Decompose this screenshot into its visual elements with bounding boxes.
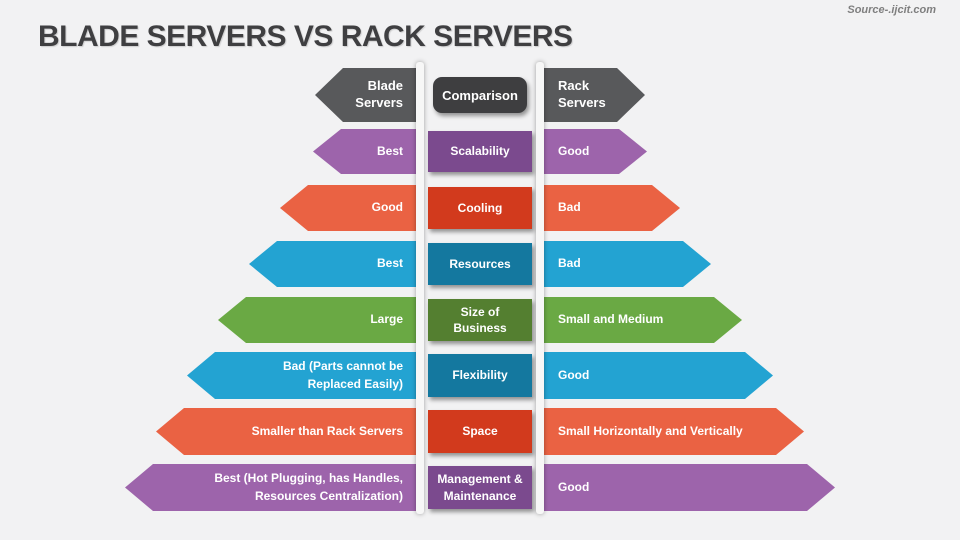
- rack-value-management-maintenance-label: Good: [558, 479, 590, 494]
- divider-pillar-right: [536, 62, 544, 514]
- rack-value-resources: Bad: [538, 241, 711, 287]
- blade-value-size-of-business: Large: [218, 297, 423, 343]
- source-credit: Source-.ijcit.com: [847, 4, 936, 16]
- rack-value-size-of-business-label: Small and Medium: [558, 312, 664, 327]
- blade-value-management-maintenance: Best (Hot Plugging, has Handles, Resourc…: [125, 464, 423, 511]
- blade-value-management-maintenance-label: Best (Hot Plugging, has Handles, Resourc…: [214, 471, 403, 503]
- blade-value-size-of-business-label: Large: [370, 312, 403, 327]
- category-size-of-business-label: Size of Business: [453, 304, 507, 335]
- category-management-maintenance: Management & Maintenance: [428, 466, 532, 509]
- row-size-of-business: Large Size of Business Small and Medium: [0, 297, 960, 343]
- blade-value-space: Smaller than Rack Servers: [156, 408, 423, 455]
- row-resources: Best Resources Bad: [0, 241, 960, 287]
- header-blade-arrow: Blade Servers: [315, 68, 423, 122]
- blade-value-flexibility: Bad (Parts cannot be Replaced Easily): [187, 352, 423, 399]
- blade-value-resources: Best: [249, 241, 423, 287]
- header-comparison-pill: Comparison: [433, 77, 527, 113]
- blade-value-cooling: Good: [280, 185, 423, 231]
- category-resources-label: Resources: [449, 256, 511, 271]
- blade-value-space-label: Smaller than Rack Servers: [251, 423, 403, 438]
- row-flexibility: Bad (Parts cannot be Replaced Easily) Fl…: [0, 352, 960, 399]
- rack-value-space: Small Horizontally and Vertically: [538, 408, 804, 455]
- category-space-label: Space: [462, 424, 498, 439]
- category-flexibility-label: Flexibility: [452, 368, 508, 383]
- blade-value-scalability: Best: [313, 129, 423, 174]
- row-space: Smaller than Rack Servers Space Small Ho…: [0, 408, 960, 455]
- category-scalability: Scalability: [428, 131, 532, 172]
- header-rack-arrow: Rack Servers: [538, 68, 645, 122]
- rack-value-flexibility: Good: [538, 352, 773, 399]
- rack-value-space-label: Small Horizontally and Vertically: [558, 423, 743, 438]
- header-blade-label: Blade Servers: [355, 78, 403, 110]
- rack-value-management-maintenance: Good: [538, 464, 835, 511]
- category-cooling-label: Cooling: [457, 200, 503, 215]
- category-resources: Resources: [428, 243, 532, 285]
- rack-value-size-of-business: Small and Medium: [538, 297, 742, 343]
- header-row: Blade Servers Comparison Rack Servers: [0, 68, 960, 122]
- category-flexibility: Flexibility: [428, 354, 532, 397]
- blade-value-flexibility-label: Bad (Parts cannot be Replaced Easily): [282, 359, 403, 391]
- category-space: Space: [428, 410, 532, 453]
- category-management-maintenance-label: Management & Maintenance: [437, 472, 523, 503]
- blade-value-cooling-label: Good: [371, 200, 403, 215]
- blade-value-scalability-label: Best: [376, 143, 403, 158]
- rack-value-resources-label: Bad: [558, 256, 581, 271]
- row-cooling: Good Cooling Bad: [0, 185, 960, 231]
- rack-value-flexibility-label: Good: [558, 367, 590, 382]
- header-comparison-label: Comparison: [442, 87, 518, 103]
- row-management-maintenance: Best (Hot Plugging, has Handles, Resourc…: [0, 464, 960, 511]
- category-cooling: Cooling: [428, 187, 532, 229]
- rack-value-cooling: Bad: [538, 185, 680, 231]
- divider-pillar-left: [416, 62, 424, 514]
- header-rack-label: Rack Servers: [558, 78, 606, 110]
- category-size-of-business: Size of Business: [428, 299, 532, 341]
- rack-value-scalability: Good: [538, 129, 647, 174]
- row-scalability: Best Scalability Good: [0, 129, 960, 174]
- rack-value-scalability-label: Good: [558, 143, 590, 158]
- page-title: BLADE SERVERS VS RACK SERVERS: [38, 20, 573, 53]
- category-scalability-label: Scalability: [450, 144, 510, 159]
- rack-value-cooling-label: Bad: [558, 200, 581, 215]
- blade-value-resources-label: Best: [376, 256, 403, 271]
